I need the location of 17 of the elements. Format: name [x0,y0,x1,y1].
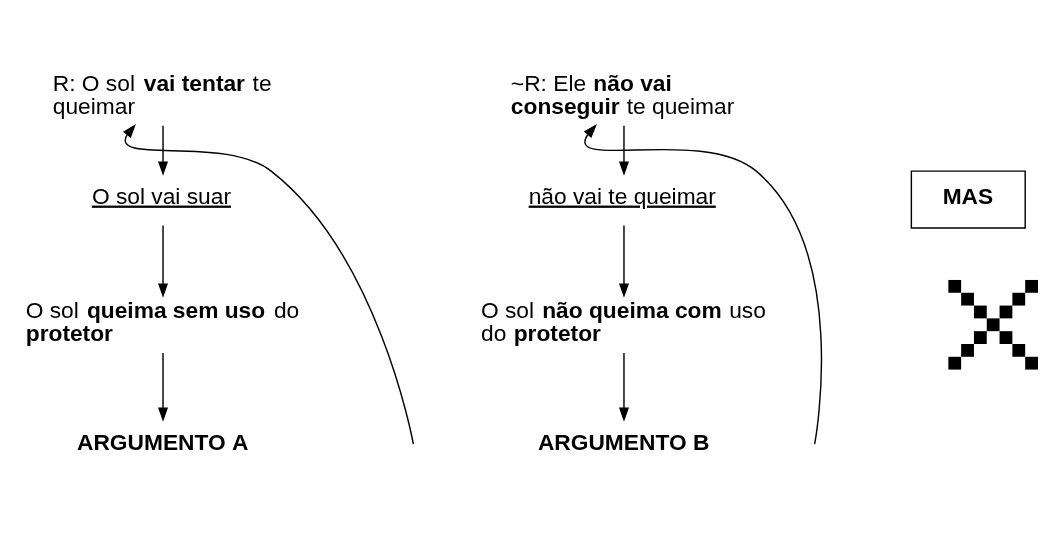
arrow [158,224,168,298]
node-text: ~R: Ele não vai conseguir te queimar [510,70,735,119]
node-text: não vai te queimar [528,182,716,209]
arrow [619,125,629,176]
arrow [158,125,168,176]
node-text: ARGUMENTO A [76,428,249,455]
node-box: MAS [910,170,1026,229]
arrow [583,123,823,445]
node-text: O sol queima sem uso do protetor [25,297,300,346]
arrow [123,123,415,445]
node-text: ARGUMENTO B [537,428,710,455]
arrow [619,352,629,422]
node-text: R: O sol vai tentar te queimar [52,70,272,119]
node-text: O sol vai suar [91,182,231,209]
node-text: O sol não queima com uso do protetor [480,297,766,346]
arrow [158,352,168,422]
arrow [619,224,629,298]
